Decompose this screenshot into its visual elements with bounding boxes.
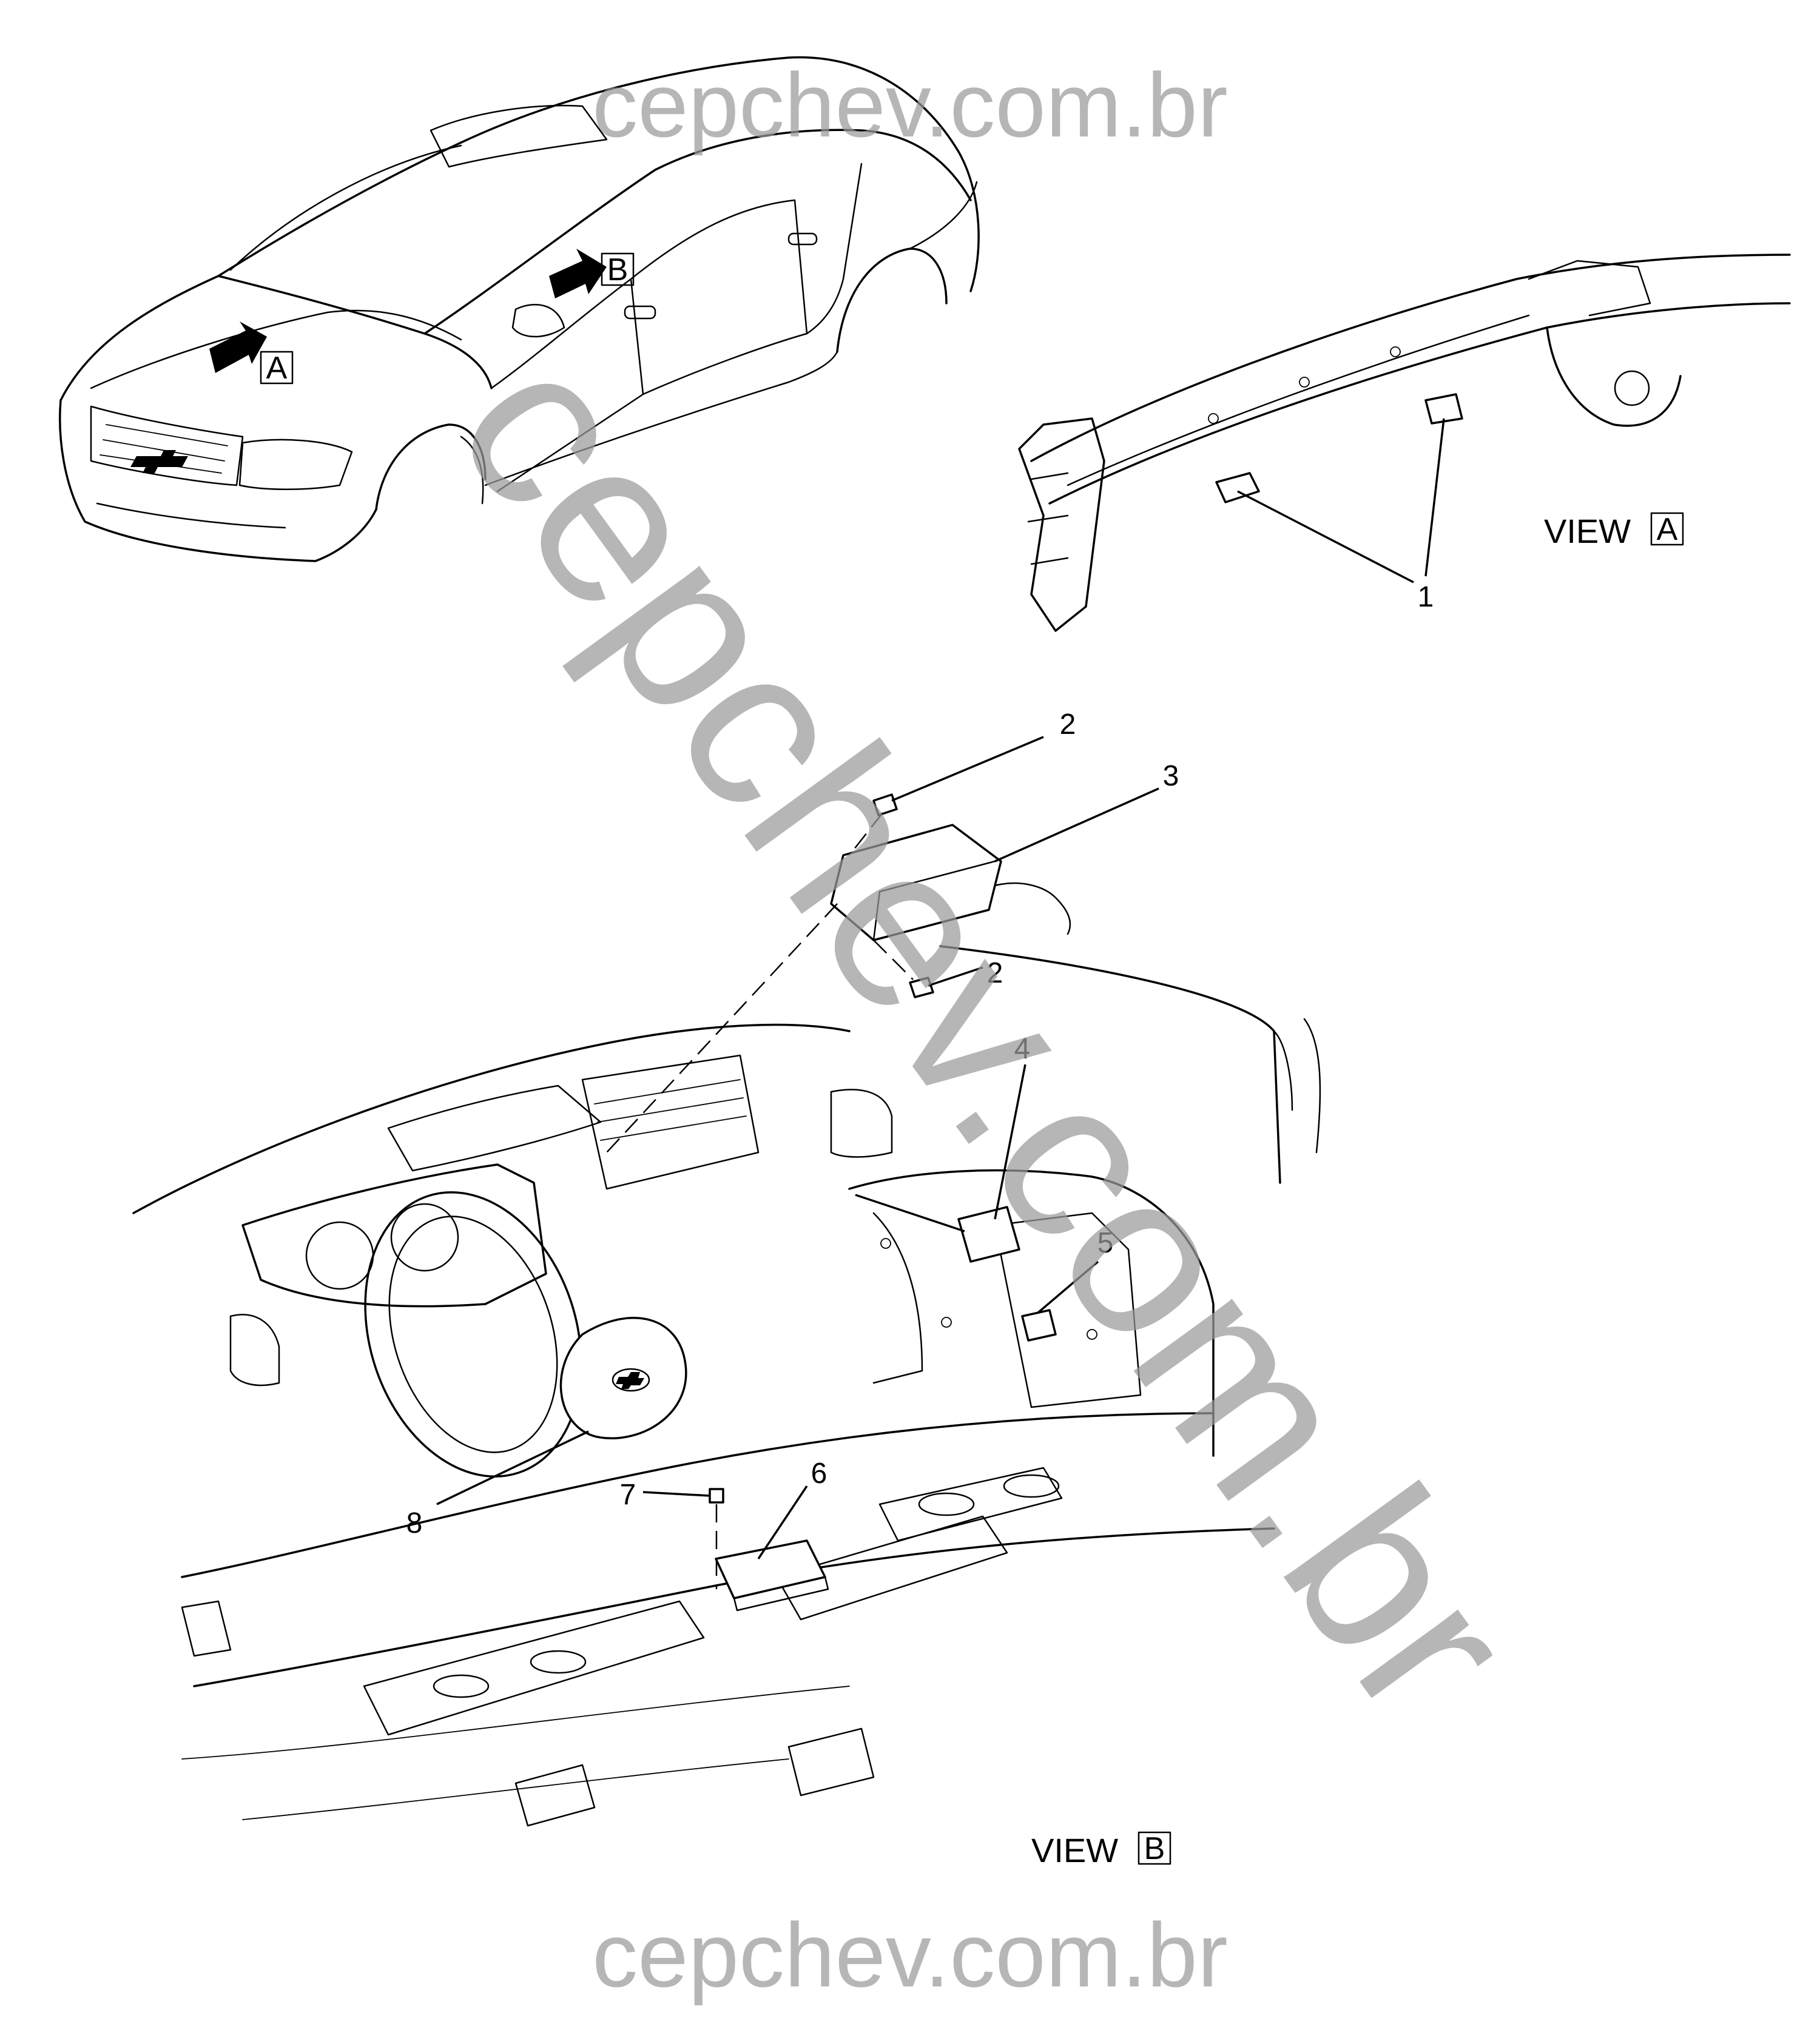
callout-5: 5 (1097, 1227, 1114, 1259)
bolt-part-2-lower (909, 977, 934, 998)
callout-6: 6 (811, 1458, 827, 1490)
view-a-arrow-icon (209, 321, 267, 373)
bolt-part-2-upper (872, 793, 898, 816)
callout-8: 8 (406, 1507, 423, 1539)
front-impact-sensor-2 (1424, 393, 1463, 425)
view-b-interior: 2 3 2 4 5 6 7 8 VIEW B (132, 708, 1321, 1869)
view-a-letter: A (1657, 512, 1678, 547)
callout-4: 4 (1014, 1033, 1031, 1065)
front-impact-sensor-1 (1215, 472, 1260, 503)
side-impact-sensor-part-5 (1021, 1309, 1057, 1342)
view-a-label: VIEW (1544, 512, 1631, 550)
callout-1: 1 (1418, 581, 1434, 613)
vehicle-overview: A B (59, 56, 980, 562)
view-a-arrow-letter: A (266, 351, 288, 386)
view-a-box (1650, 512, 1684, 546)
view-b-arrow-icon (549, 249, 607, 298)
watermark-top: cepchev.com.br (592, 54, 1228, 156)
callout-2-upper: 2 (1060, 708, 1076, 741)
sdm-fastener-part-7 (709, 1488, 724, 1504)
callout-7: 7 (620, 1479, 636, 1511)
view-a-front-rail: 1 VIEW A (1018, 254, 1791, 632)
callout-3: 3 (1163, 760, 1179, 792)
callout-2-lower: 2 (987, 957, 1003, 989)
sdm-label-part-4 (957, 1206, 1020, 1263)
view-a-arrow-box (260, 351, 294, 385)
sdm-module-part-6 (715, 1539, 826, 1599)
view-b-letter: B (1144, 1831, 1165, 1866)
watermark-bottom: cepchev.com.br (592, 1904, 1228, 2006)
watermark-diagonal: cepchev.com.br (408, 306, 1565, 1760)
view-b-label: VIEW (1031, 1831, 1118, 1869)
view-b-box (1138, 1831, 1171, 1865)
view-b-arrow-letter: B (607, 252, 629, 288)
view-b-arrow-box (601, 252, 635, 286)
